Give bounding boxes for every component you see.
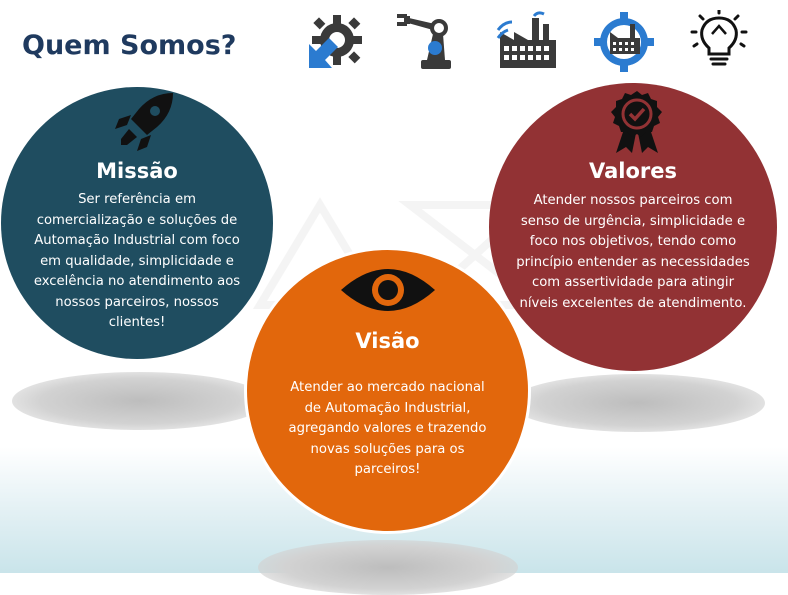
text-line: parceiros! xyxy=(354,462,421,477)
factory-gear-icon xyxy=(594,12,654,72)
text-line: Ser referência em xyxy=(78,192,196,207)
valores-heading: Valores xyxy=(589,159,677,183)
valores-text: Atender nossos parceiros com senso de ur… xyxy=(499,191,767,314)
missao-shadow xyxy=(12,372,267,430)
text-line: foco nos objetivos, tendo como xyxy=(529,234,737,249)
valores-shadow xyxy=(510,374,765,432)
text-line: comercialização e soluções de xyxy=(36,212,238,228)
text-line: Atender nossos parceiros com xyxy=(533,193,733,208)
visao-heading: Visão xyxy=(355,329,420,353)
missao-circle: Missão Ser referência em comercialização… xyxy=(1,87,273,359)
visao-circle: Visão Atender ao mercado nacional de Aut… xyxy=(244,247,531,534)
text-line: nossos parceiros, nossos xyxy=(55,294,219,310)
valores-circle: Valores Atender nossos parceiros com sen… xyxy=(489,83,777,371)
visao-shadow xyxy=(258,540,518,595)
gear-arrow-icon xyxy=(309,15,362,68)
missao-heading: Missão xyxy=(96,159,178,183)
rocket-icon xyxy=(115,93,173,151)
lightbulb-icon xyxy=(690,10,748,66)
page-title: Quem Somos? xyxy=(22,30,237,61)
text-line: princípio entender as necessidades xyxy=(516,254,750,270)
text-line: clientes! xyxy=(108,315,166,330)
text-line: de Automação Industrial, xyxy=(304,400,471,416)
eye-icon xyxy=(340,269,435,311)
text-line: Atender ao mercado nacional xyxy=(290,380,485,395)
missao-text: Ser referência em comercialização e solu… xyxy=(19,190,255,334)
text-line: em qualidade, simplicidade e xyxy=(40,253,234,269)
text-line: agregando valores e trazendo xyxy=(288,421,487,436)
text-line: níveis excelentes de atendimento. xyxy=(519,295,747,311)
text-line: Automação Industrial com foco xyxy=(34,233,240,248)
text-line: novas soluções para os xyxy=(310,441,465,457)
text-line: senso de urgência, simplicidade e xyxy=(520,213,746,229)
text-line: excelência no atendimento aos xyxy=(33,274,241,289)
award-badge-icon xyxy=(611,91,662,153)
factory-icon xyxy=(496,11,556,68)
robot-arm-icon xyxy=(397,14,451,69)
text-line: com assertividade para atingir xyxy=(531,275,735,290)
visao-text: Atender ao mercado nacional de Automação… xyxy=(267,378,508,481)
